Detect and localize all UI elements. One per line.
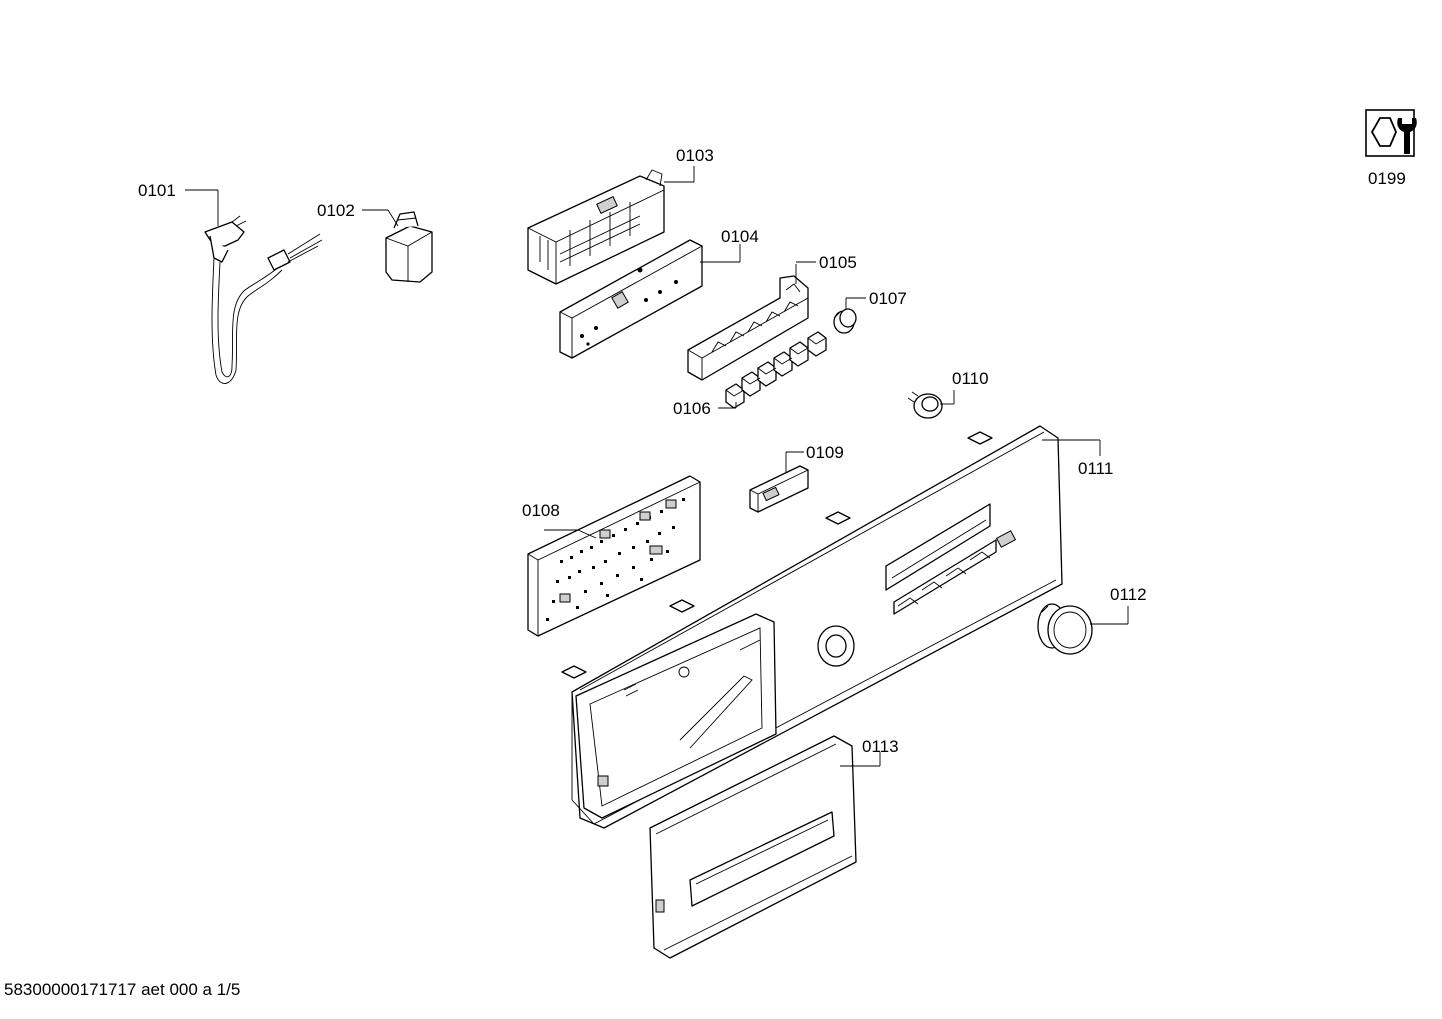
part-0103-holder [527,169,665,285]
part-0108-main-pcb [527,475,701,637]
label-0105: 0105 [819,253,857,272]
label-0113: 0113 [862,737,899,756]
label-0106: 0106 [673,399,711,418]
label-0110: 0110 [952,369,989,388]
label-0111: 0111 [1078,459,1113,478]
leader-0102-b [387,209,399,227]
label-0112: 0112 [1110,585,1147,604]
part-0111-fascia [561,425,1063,829]
part-0106-buttons [725,331,827,409]
label-0104: 0104 [721,227,759,246]
document-footer: 58300000171717 aet 000 a 1/5 [4,980,241,999]
part-0102-filter [385,211,433,283]
part-0109-display [749,465,809,513]
label-0103: 0103 [676,146,714,165]
label-0109: 0109 [806,443,844,462]
part-0110-knob-base [907,391,943,419]
leader-0108-b [577,529,597,539]
label-0102: 0102 [317,201,355,220]
label-0199: 0199 [1368,169,1406,188]
part-0101-power-cable [204,215,323,384]
part-0113-drawer-front [649,735,857,959]
label-0101: 0101 [138,181,176,200]
wrench-nut-icon [1365,109,1417,157]
label-0108: 0108 [522,501,560,520]
part-0112-knob [1037,603,1093,655]
part-0107-knob [833,308,857,334]
part-0104-pcb [559,239,703,359]
part-0105-light-guide [687,275,809,381]
label-0107: 0107 [869,289,907,308]
